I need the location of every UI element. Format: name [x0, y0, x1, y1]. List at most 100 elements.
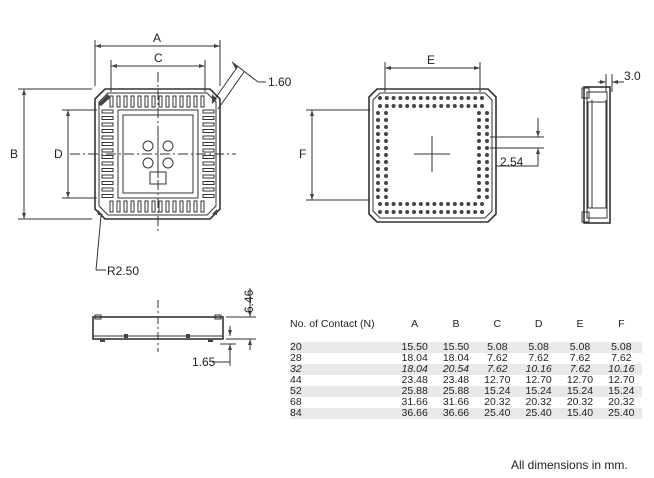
pin-dot — [384, 104, 389, 108]
pin-dot — [405, 96, 410, 100]
pin-dot — [439, 202, 444, 206]
pin-dot — [480, 202, 484, 206]
pin-dot — [477, 167, 481, 171]
contact-slot — [101, 109, 114, 114]
table-cell-C: 12.70 — [484, 374, 511, 386]
pin-dot — [446, 210, 450, 214]
contact-slot — [101, 142, 114, 146]
table-cell-C: 7.62 — [476, 364, 518, 375]
table-cell-F: 15.24 — [600, 386, 642, 397]
pin-dot — [459, 210, 464, 214]
side-view: 3.0 — [581, 69, 641, 224]
bottom-view: E F 2.54 — [299, 53, 544, 223]
pin-dot — [376, 174, 380, 178]
table-header-row: No. of Contact (N) A B C D E F — [290, 318, 642, 342]
pin-dot — [378, 104, 382, 108]
table-cell-F: 12.70 — [608, 374, 635, 386]
dim-B-label: B — [10, 147, 18, 161]
contact-slot — [165, 95, 170, 108]
contact-slot — [186, 200, 191, 213]
table-cell-contacts: 20 — [290, 342, 394, 353]
pin-dot — [376, 132, 380, 136]
pin-dot — [477, 188, 481, 192]
pin-dot — [439, 210, 444, 214]
header-A: A — [411, 318, 419, 330]
pin-dot — [459, 202, 464, 206]
pin-dot — [485, 188, 489, 192]
pin-dot — [405, 104, 410, 108]
pin-dot — [446, 96, 450, 100]
pin-dot — [384, 153, 388, 157]
contact-slot — [200, 200, 205, 213]
table-cell-A: 36.66 — [394, 408, 436, 419]
bottom-view-body — [368, 88, 497, 223]
pin-dot — [485, 160, 489, 164]
contact-slot — [202, 135, 215, 140]
header-F: F — [618, 318, 625, 330]
pin-dot — [384, 139, 388, 143]
pin-dot — [376, 153, 380, 157]
contact-slot — [151, 200, 156, 213]
table-cell-contacts: 28 — [290, 352, 302, 364]
contact-slot — [179, 95, 184, 108]
pin-dot — [384, 160, 388, 164]
pin-dot — [432, 202, 437, 206]
pin-dot — [446, 104, 450, 108]
table-cell-F: 7.62 — [611, 352, 632, 364]
table-cell-C: 7.62 — [487, 352, 508, 364]
table-cell-contacts: 32 — [290, 364, 394, 375]
pin-dot — [466, 210, 471, 214]
pin-dot — [376, 181, 380, 185]
contact-slot — [101, 168, 114, 172]
contact-slot — [123, 200, 128, 213]
pin-dot — [446, 202, 450, 206]
pin-dot — [384, 111, 388, 115]
contact-slot — [202, 194, 215, 198]
contact-slot — [202, 142, 215, 146]
contact-slot — [101, 129, 114, 133]
pin-dot — [378, 96, 382, 100]
pin-dot — [477, 160, 481, 164]
contact-slot — [101, 148, 114, 153]
table-cell-F: 25.40 — [600, 408, 642, 419]
pin-dot — [485, 181, 489, 185]
pin-dot — [376, 195, 380, 199]
dim-C-label: C — [154, 51, 163, 65]
dim-radius-label: R2.50 — [107, 264, 139, 278]
dim-A-label: A — [153, 31, 161, 45]
contact-slot — [202, 109, 215, 114]
pin-dot — [398, 104, 403, 108]
pin-dot — [477, 181, 481, 185]
contact-slot — [193, 200, 198, 213]
table-cell-D: 20.32 — [525, 396, 552, 408]
table-cell-A: 31.66 — [401, 396, 428, 408]
pin-dot — [376, 118, 380, 122]
pin-dot — [459, 104, 464, 108]
pin-dot — [485, 195, 489, 199]
pin-dot — [480, 104, 484, 108]
pin-dot — [477, 146, 481, 150]
table-cell-E: 5.08 — [559, 342, 601, 353]
pin-dot — [485, 146, 489, 150]
pin-dot — [418, 210, 423, 214]
contact-slot — [179, 200, 184, 213]
pin-dot — [384, 125, 388, 129]
contact-slot — [202, 155, 215, 159]
table-cell-F: 5.08 — [600, 342, 642, 353]
pin-dot — [473, 96, 478, 100]
pin-dot — [405, 210, 410, 214]
contact-slot — [109, 200, 114, 213]
pin-dot — [418, 96, 423, 100]
table-cell-contacts: 52 — [290, 386, 394, 397]
header-D: D — [534, 318, 543, 330]
pin-dot — [485, 153, 489, 157]
pin-dot — [425, 210, 430, 214]
table-cell-D: 12.70 — [525, 374, 552, 386]
contact-slot — [172, 95, 177, 108]
contact-slot — [109, 95, 114, 108]
contact-slot — [101, 155, 114, 159]
table-cell-A: 23.48 — [401, 374, 428, 386]
contact-slot — [101, 161, 114, 166]
